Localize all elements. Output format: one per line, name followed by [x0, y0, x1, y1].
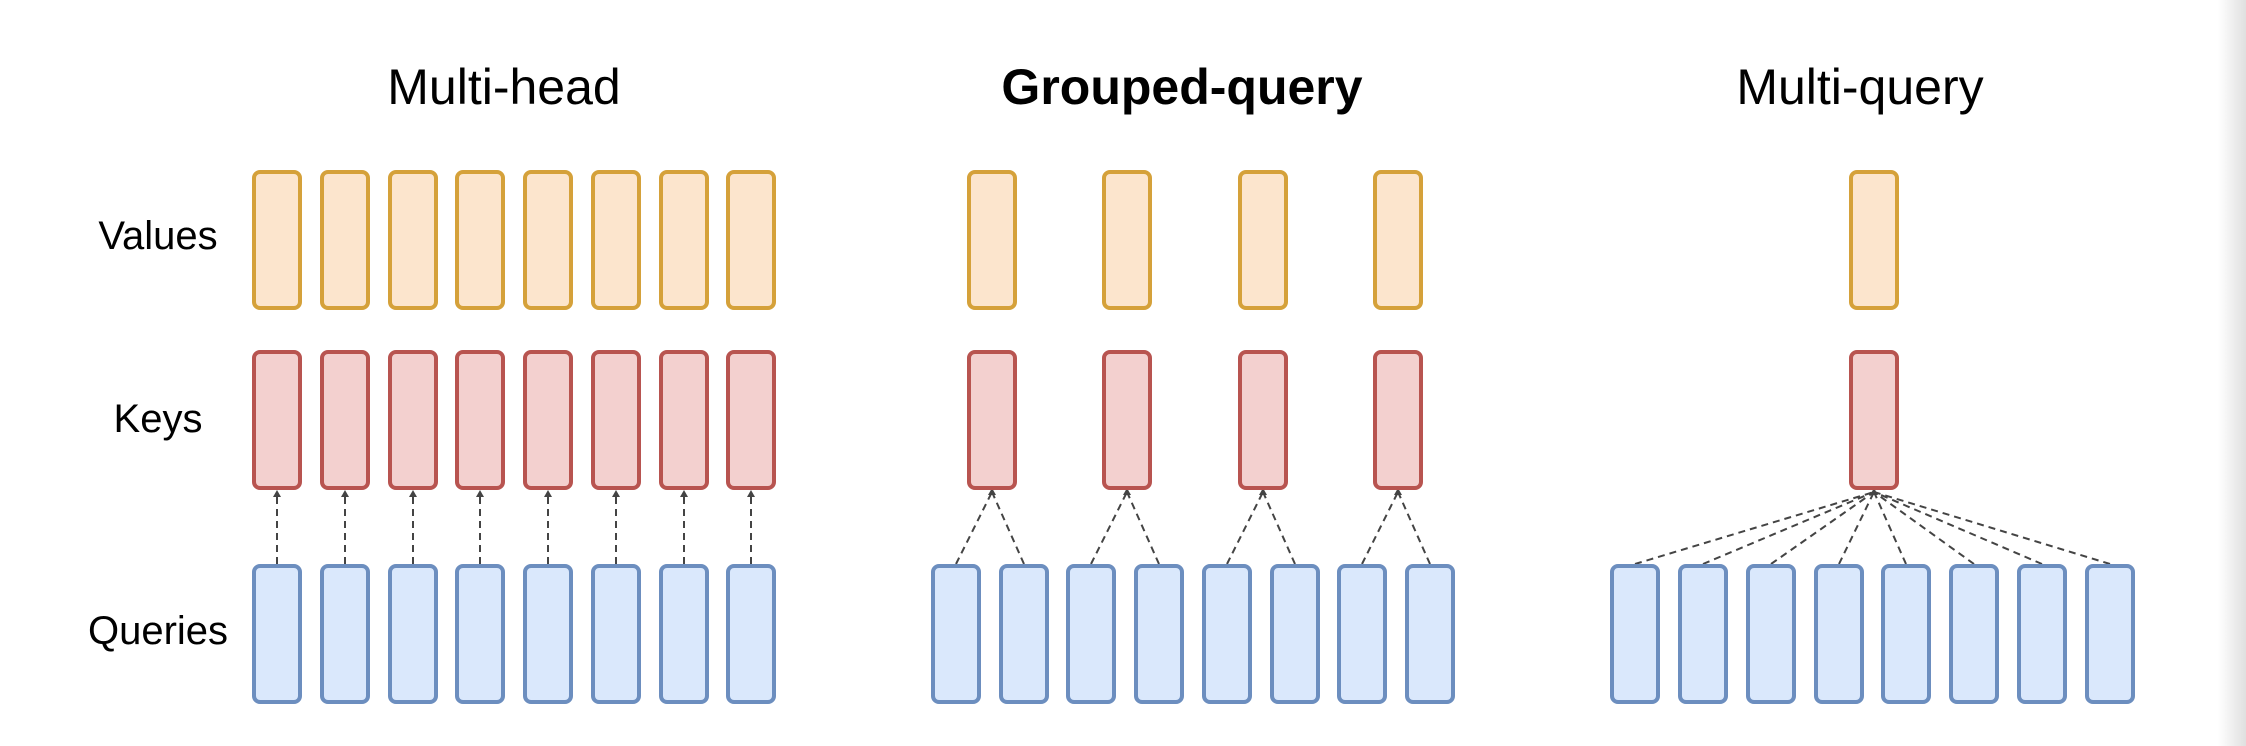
row-label-keys: Keys: [114, 397, 203, 441]
panel-title-multi-head: Multi-head: [387, 59, 620, 115]
query-key-connector: [1262, 491, 1296, 565]
key-head: [726, 350, 776, 490]
value-head: [726, 170, 776, 310]
connector-arrowhead: [1394, 488, 1402, 495]
row-label-queries: Queries: [88, 609, 228, 653]
value-head: [523, 170, 573, 310]
query-key-connector: [1873, 491, 2043, 565]
key-head: [320, 350, 370, 490]
connector-arrowhead: [341, 490, 349, 497]
panel-title-multi-query: Multi-query: [1736, 59, 1983, 115]
key-head: [523, 350, 573, 490]
query-head: [1814, 564, 1864, 704]
value-head: [388, 170, 438, 310]
value-head: [591, 170, 641, 310]
query-key-connector: [1770, 491, 1875, 565]
query-head: [1881, 564, 1931, 704]
value-head: [1849, 170, 1899, 310]
value-head: [967, 170, 1017, 310]
key-head: [967, 350, 1017, 490]
query-key-connector: [1873, 491, 1907, 565]
query-head: [1610, 564, 1660, 704]
query-head: [1066, 564, 1116, 704]
query-head: [999, 564, 1049, 704]
value-head: [1102, 170, 1152, 310]
connector-arrowhead: [680, 490, 688, 497]
window-edge-shadow: [2218, 0, 2246, 746]
query-head: [1134, 564, 1184, 704]
key-head: [1373, 350, 1423, 490]
connector-arrowhead: [1259, 488, 1267, 495]
query-head: [2017, 564, 2067, 704]
connector-arrowhead: [476, 490, 484, 497]
row-label-values: Values: [98, 214, 217, 258]
query-head: [659, 564, 709, 704]
query-head: [1405, 564, 1455, 704]
query-head: [455, 564, 505, 704]
query-key-connector: [1702, 491, 1875, 565]
query-head: [2085, 564, 2135, 704]
query-key-connector: [1397, 491, 1431, 565]
connector-arrowhead: [409, 490, 417, 497]
query-key-connector: [1634, 491, 1875, 565]
value-head: [659, 170, 709, 310]
connector-arrowhead: [612, 490, 620, 497]
connector-arrowhead: [1123, 488, 1131, 495]
query-head: [591, 564, 641, 704]
key-head: [1849, 350, 1899, 490]
query-key-connector: [1090, 491, 1128, 565]
connector-arrowhead: [988, 488, 996, 495]
query-head: [1202, 564, 1252, 704]
query-head: [726, 564, 776, 704]
connector-arrowhead: [747, 490, 755, 497]
query-key-connector: [1226, 491, 1264, 565]
query-key-connector: [1126, 491, 1160, 565]
query-head: [388, 564, 438, 704]
key-head: [1102, 350, 1152, 490]
query-key-connector: [1873, 491, 2111, 565]
query-head: [252, 564, 302, 704]
query-head: [1949, 564, 1999, 704]
query-key-connector: [1838, 491, 1875, 565]
query-head: [931, 564, 981, 704]
value-head: [252, 170, 302, 310]
panel-title-grouped-query: Grouped-query: [1001, 59, 1362, 115]
head-layer: [252, 170, 2135, 704]
value-head: [1238, 170, 1288, 310]
key-head: [659, 350, 709, 490]
query-head: [320, 564, 370, 704]
query-key-connector: [955, 491, 993, 565]
key-head: [252, 350, 302, 490]
key-head: [1238, 350, 1288, 490]
query-key-connector: [1361, 491, 1399, 565]
key-head: [591, 350, 641, 490]
value-head: [320, 170, 370, 310]
key-head: [388, 350, 438, 490]
query-head: [523, 564, 573, 704]
query-head: [1746, 564, 1796, 704]
connector-arrowhead: [1870, 488, 1878, 495]
value-head: [1373, 170, 1423, 310]
connector-arrowhead: [273, 490, 281, 497]
query-key-connector: [991, 491, 1025, 565]
connector-arrowhead: [544, 490, 552, 497]
query-head: [1270, 564, 1320, 704]
key-head: [455, 350, 505, 490]
query-head: [1678, 564, 1728, 704]
connector-layer: [273, 488, 2111, 565]
value-head: [455, 170, 505, 310]
query-head: [1337, 564, 1387, 704]
query-key-connector: [1873, 491, 1975, 565]
